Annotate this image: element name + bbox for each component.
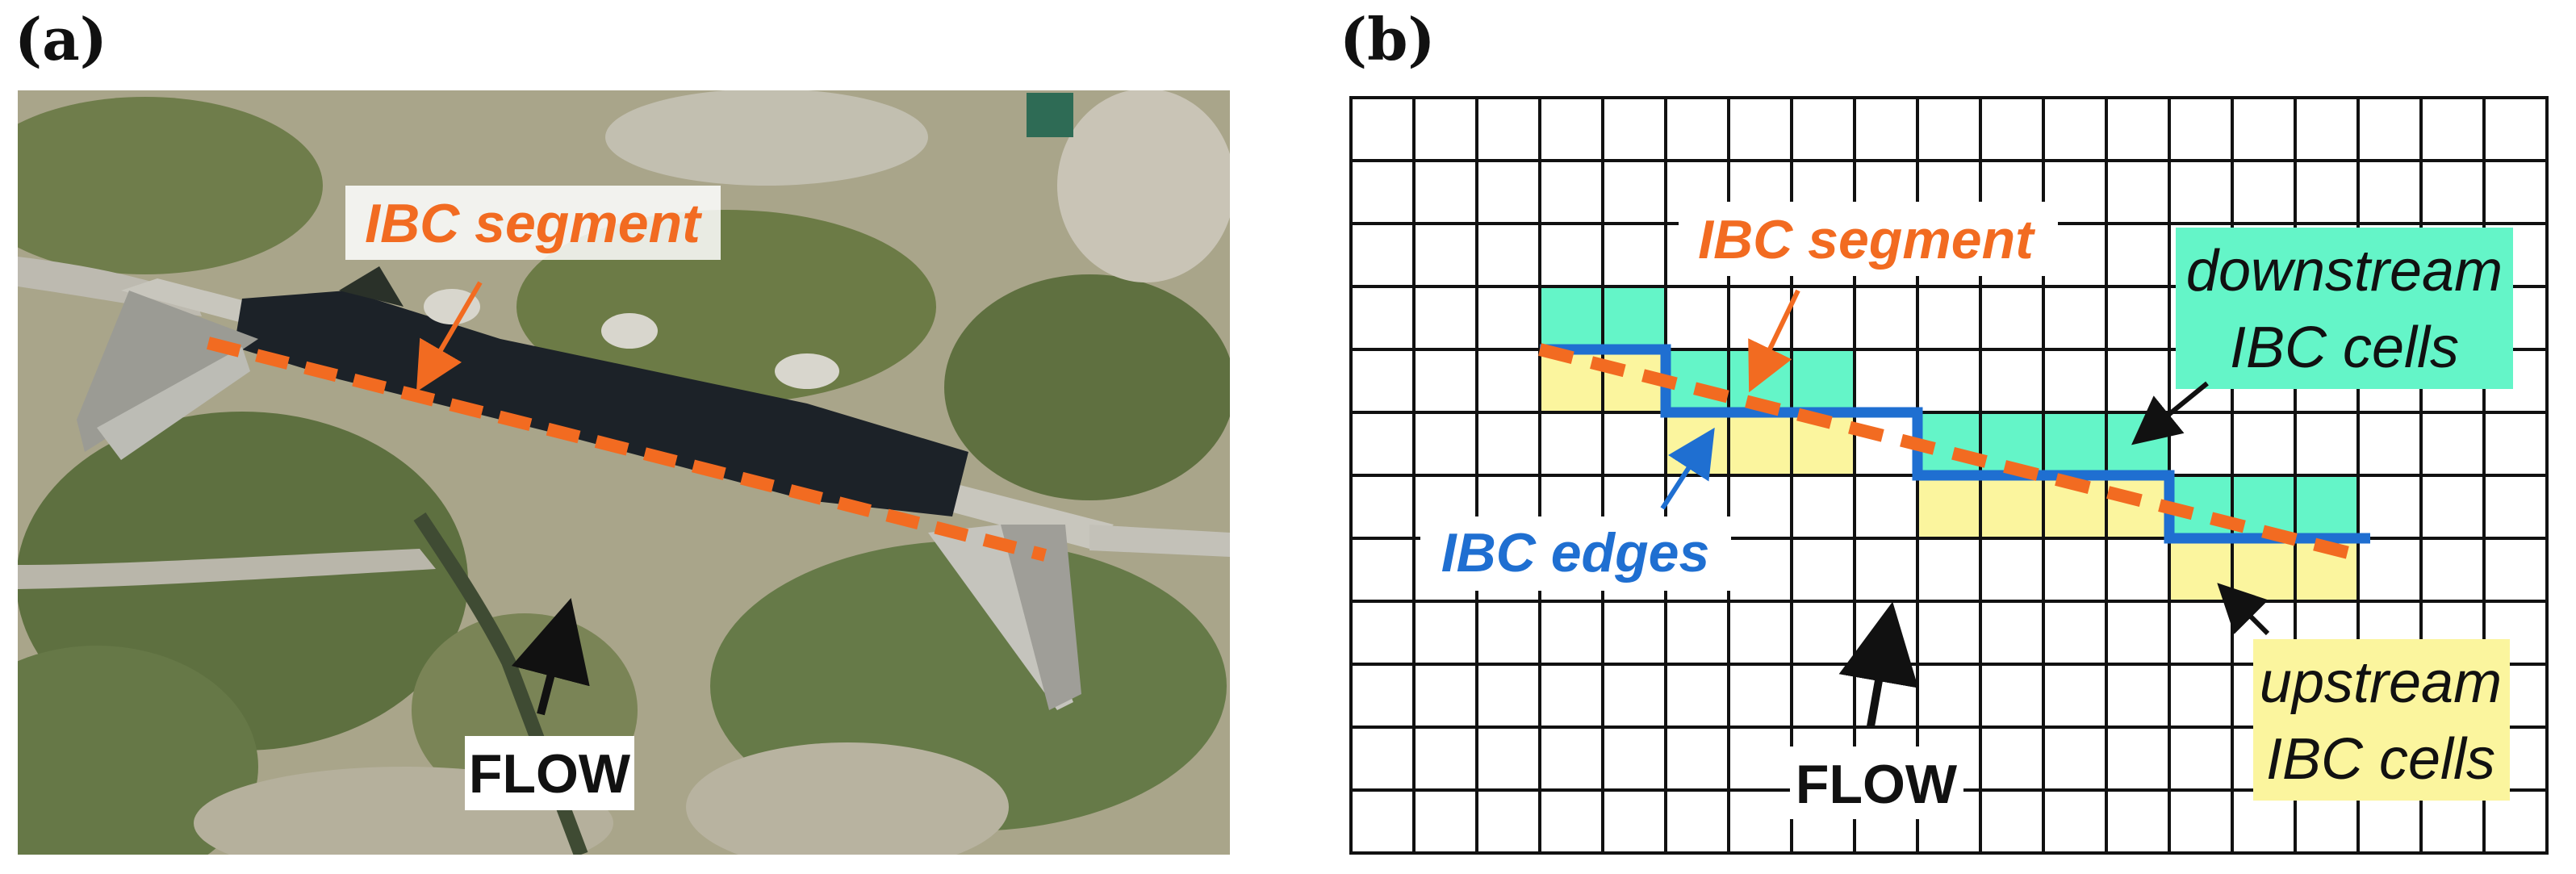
upstream-label-line2: IBC cells bbox=[2266, 727, 2495, 792]
upstream-label-line1: upstream bbox=[2260, 650, 2502, 715]
panel-b-label: (b) bbox=[1340, 5, 1436, 73]
downstream-label-line2: IBC cells bbox=[2230, 316, 2459, 380]
photo-flow-arrow bbox=[511, 597, 590, 716]
edges-label: IBC edges bbox=[1441, 522, 1710, 583]
grid-flow-arrow bbox=[1838, 601, 1919, 727]
upstream-pointer-arrow bbox=[2217, 583, 2270, 636]
photo-segment-pointer-arrow bbox=[416, 281, 483, 392]
photo-flow-label: FLOW bbox=[469, 743, 631, 805]
grid-segment-label: IBC segment bbox=[1698, 209, 2035, 270]
downstream-label-bg bbox=[2176, 228, 2513, 389]
grid-ibc-segment-line bbox=[1538, 343, 2366, 563]
grid-flow-label-bg bbox=[1790, 746, 1963, 819]
grid-segment-label-bg bbox=[1679, 202, 2058, 276]
upstream-label-bg bbox=[2253, 639, 2510, 801]
grid-segment-pointer-arrow bbox=[1748, 289, 1800, 393]
photo-segment-label-bg bbox=[345, 186, 721, 260]
downstream-pointer-arrow bbox=[2131, 381, 2209, 445]
edges-pointer-arrow bbox=[1660, 427, 1715, 510]
panel-a-label: (a) bbox=[15, 5, 107, 73]
aerial-photo bbox=[18, 90, 1230, 855]
edges-label-bg bbox=[1420, 516, 1731, 591]
grid-flow-label: FLOW bbox=[1796, 754, 1958, 815]
photo-ibc-segment-line bbox=[207, 337, 1047, 562]
downstream-label-line1: downstream bbox=[2186, 239, 2503, 303]
photo-flow-label-bg bbox=[465, 736, 634, 810]
photo-segment-label: IBC segment bbox=[365, 193, 702, 254]
